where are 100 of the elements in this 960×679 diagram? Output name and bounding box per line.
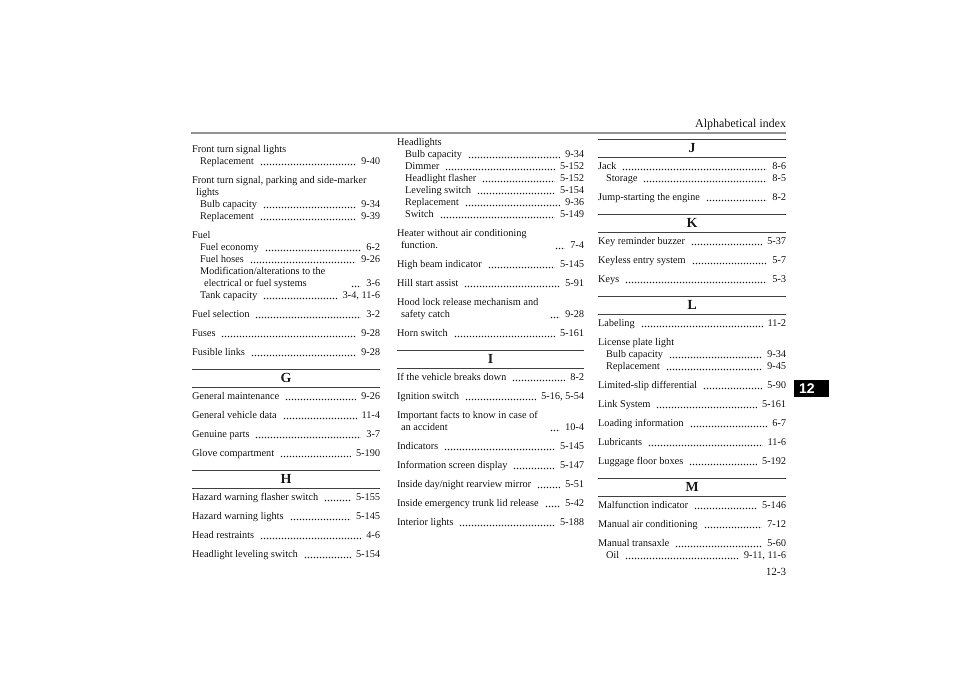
page-reference: 5-37 (767, 236, 786, 248)
index-term: Malfunction indicator (598, 500, 688, 512)
index-term: Important facts to know in case of an accident (397, 410, 539, 434)
page-reference: 6-2 (366, 242, 380, 254)
index-term: Modification/alterations to the electrical or fuel systems (200, 266, 326, 290)
index-term: Jump-starting the engine (598, 192, 700, 204)
index-term: Bulb capacity (405, 149, 462, 161)
index-term: Interior lights (397, 517, 454, 529)
page-reference: 5-51 (565, 479, 584, 491)
chapter-tab: 12 (794, 380, 829, 397)
index-term: Hood lock release mechanism and safety catch (397, 297, 540, 321)
page-reference: 9-39 (361, 211, 380, 223)
page-reference: 9-28 (361, 347, 380, 359)
page-reference: 9-26 (361, 391, 380, 403)
index-term: Ignition switch (397, 391, 460, 403)
index-term: Hazard warning flasher switch (192, 492, 318, 504)
index-term: Manual air conditioning (598, 519, 698, 531)
page-reference: 5-192 (762, 456, 786, 468)
section-letter: L (686, 297, 698, 314)
index-term: Heater without air conditioning function. (397, 228, 528, 252)
page-reference: 5-90 (767, 380, 786, 392)
page-reference: 7-4 (570, 240, 584, 252)
index-term: Glove compartment (192, 448, 274, 460)
index-term: Luggage floor boxes (598, 456, 684, 468)
page-reference: 9-26 (361, 254, 380, 266)
index-term: Loading information (598, 418, 684, 430)
section-letter: J (688, 140, 696, 157)
index-term: Fuel selection (192, 309, 250, 321)
index-term: Keyless entry system (598, 255, 686, 267)
index-term: Information screen display (397, 460, 508, 472)
page-reference: 5-161 (560, 328, 584, 340)
index-term: Oil (606, 550, 620, 562)
index-term: Inside day/night rearview mirror (397, 479, 532, 491)
page-reference: 5-91 (565, 278, 584, 290)
index-term: Jack (598, 161, 616, 173)
index-heading: License plate light (598, 337, 674, 349)
index-term: Switch (405, 209, 434, 221)
page-reference: 5-152 (560, 161, 584, 173)
index-term: Head restraints (192, 530, 254, 542)
page-reference: 5-190 (356, 448, 380, 460)
index-term: Replacement (200, 211, 254, 223)
page-reference: 8-5 (772, 173, 786, 185)
page-reference: 8-2 (772, 192, 786, 204)
index-term: Key reminder buzzer (598, 236, 685, 248)
index-term: Leveling switch (405, 185, 472, 197)
index-term: Keys (598, 274, 620, 286)
page-reference: 5-188 (560, 517, 584, 529)
index-term: Storage (606, 173, 638, 185)
index-term: Replacement (200, 156, 254, 168)
page-reference: 9-11, 11-6 (744, 550, 786, 562)
page-reference: 5-149 (560, 209, 584, 221)
page-reference: 5-147 (560, 460, 584, 472)
index-term: Labeling (598, 318, 635, 330)
index-term: Horn switch (397, 328, 448, 340)
index-term: Tank capacity (200, 290, 258, 302)
section-letter: I (486, 351, 494, 368)
section-letter: K (686, 215, 698, 232)
page-reference: 11-4 (362, 410, 380, 422)
page-reference: 5-161 (762, 399, 786, 411)
index-term: Link System (598, 399, 650, 411)
page-reference: 5-16, 5-54 (541, 391, 584, 403)
index-term: Headlight flasher (405, 173, 476, 185)
index-term: Manual transaxle (598, 538, 670, 550)
page-reference: 3-6 (366, 278, 380, 290)
index-term: Fuel hoses (200, 254, 244, 266)
page-reference: 9-28 (565, 309, 584, 321)
page-reference: 4-6 (366, 530, 380, 542)
section-letter: H (280, 471, 292, 488)
page-reference: 11-6 (768, 437, 786, 449)
page-reference: 6-7 (772, 418, 786, 430)
index-heading: Fuel (192, 230, 210, 242)
page-reference: 5-145 (560, 441, 584, 453)
section-letter: G (280, 370, 292, 387)
page-reference: 5-146 (762, 500, 786, 512)
index-term: Bulb capacity (200, 199, 257, 211)
page-reference: 5-42 (565, 498, 584, 510)
page-reference: 9-34 (565, 149, 584, 161)
page-reference: 10-4 (565, 422, 584, 434)
index-term: Replacement (405, 197, 459, 209)
page-reference: 5-3 (772, 274, 786, 286)
index-term: Fuel economy (200, 242, 259, 254)
index-heading: Front turn signal, parking and side-marker lights (192, 175, 368, 199)
page-reference: 9-45 (767, 361, 786, 373)
page-reference: 3-4, 11-6 (342, 290, 380, 302)
index-term: Hazard warning lights (192, 511, 284, 523)
page-reference: 9-34 (767, 349, 786, 361)
index-term: Dimmer (405, 161, 440, 173)
page-reference: 5-145 (560, 259, 584, 271)
page-reference: 5-154 (560, 185, 584, 197)
index-term: High beam indicator (397, 259, 482, 271)
page-reference: 7-12 (767, 519, 786, 531)
page-reference: 9-34 (361, 199, 380, 211)
page-reference: 5-60 (767, 538, 786, 550)
index-term: If the vehicle breaks down (397, 372, 506, 384)
page-reference: 9-28 (361, 328, 380, 340)
page-reference: 5-145 (356, 511, 380, 523)
page-reference: 5-7 (772, 255, 786, 267)
section-letter: M (684, 479, 700, 496)
index-term: Genuine parts (192, 429, 250, 441)
index-term: Replacement (606, 361, 660, 373)
